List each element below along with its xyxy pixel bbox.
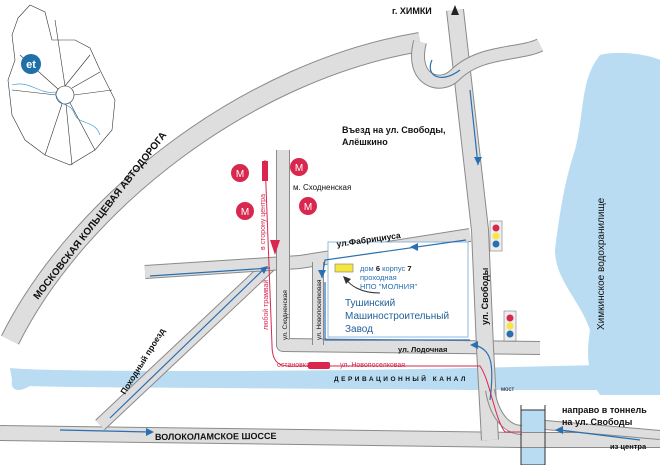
logo-text: et xyxy=(26,59,36,71)
label-skhodnenskaya: ул. Сходненская xyxy=(282,290,289,340)
svg-text:М: М xyxy=(295,163,303,174)
label-checkpoint: проходная xyxy=(360,273,397,282)
label-npo: НПО "МОЛНИЯ" xyxy=(360,282,418,291)
label-tunnel-1: направо в тоннель xyxy=(562,405,647,415)
label-bridge: мост xyxy=(501,387,514,393)
label-stop-street: ул. Новопоселковая xyxy=(340,362,405,369)
label-house: дом 6 корпус 7 xyxy=(360,264,412,273)
label-entry: Въезд на ул. Свободы, xyxy=(342,125,446,135)
svg-text:М: М xyxy=(304,202,312,213)
label-from-center: из центра xyxy=(610,442,647,451)
traffic-light-icon xyxy=(503,310,517,342)
label-plant-2: Машиностроительный xyxy=(345,311,449,322)
route-arrowheads xyxy=(146,157,563,436)
tram-line xyxy=(264,159,522,433)
north-arrow-icon xyxy=(451,5,459,15)
svg-text:М: М xyxy=(236,169,244,180)
label-tram-direction: в сторону центра xyxy=(260,194,267,250)
traffic-light-icon xyxy=(489,220,503,252)
tram-stop-icon xyxy=(308,362,330,369)
label-svobody: ул. Свободы xyxy=(480,267,490,325)
tram-stop-icon xyxy=(262,161,268,181)
metro-icons: М М М М xyxy=(231,158,317,220)
label-entry-2: Алёшкино xyxy=(342,137,388,147)
label-volokolamskoe: ВОЛОКОЛАМСКОЕ ШОССЕ xyxy=(155,431,277,442)
label-plant-1: Тушинский xyxy=(345,298,395,309)
label-plant-3: Завод xyxy=(345,324,373,335)
svg-text:М: М xyxy=(241,207,249,218)
building-marker xyxy=(334,263,354,273)
label-reservoir: Химкинское водохранилище xyxy=(596,197,607,330)
label-canal: ДЕРИВАЦИОННЫЙ КАНАЛ xyxy=(334,374,468,383)
label-tunnel-2: на ул. Свободы xyxy=(562,417,633,427)
khimki-reservoir xyxy=(555,52,660,396)
logo-icon xyxy=(21,54,41,74)
label-lodochnaya: ул. Лодочная xyxy=(398,345,447,354)
label-khimki: г. ХИМКИ xyxy=(392,6,432,16)
label-stop: остановка xyxy=(277,362,310,369)
moscow-minimap xyxy=(7,4,116,166)
label-novoposelkovaya: ул. Новопоселковая xyxy=(316,279,323,340)
label-any-tram: любой трамвай xyxy=(262,280,270,330)
plant-territory xyxy=(327,241,469,338)
label-metro-station: м. Сходненская xyxy=(293,183,351,192)
route-lines xyxy=(59,59,641,441)
roads xyxy=(0,8,660,448)
